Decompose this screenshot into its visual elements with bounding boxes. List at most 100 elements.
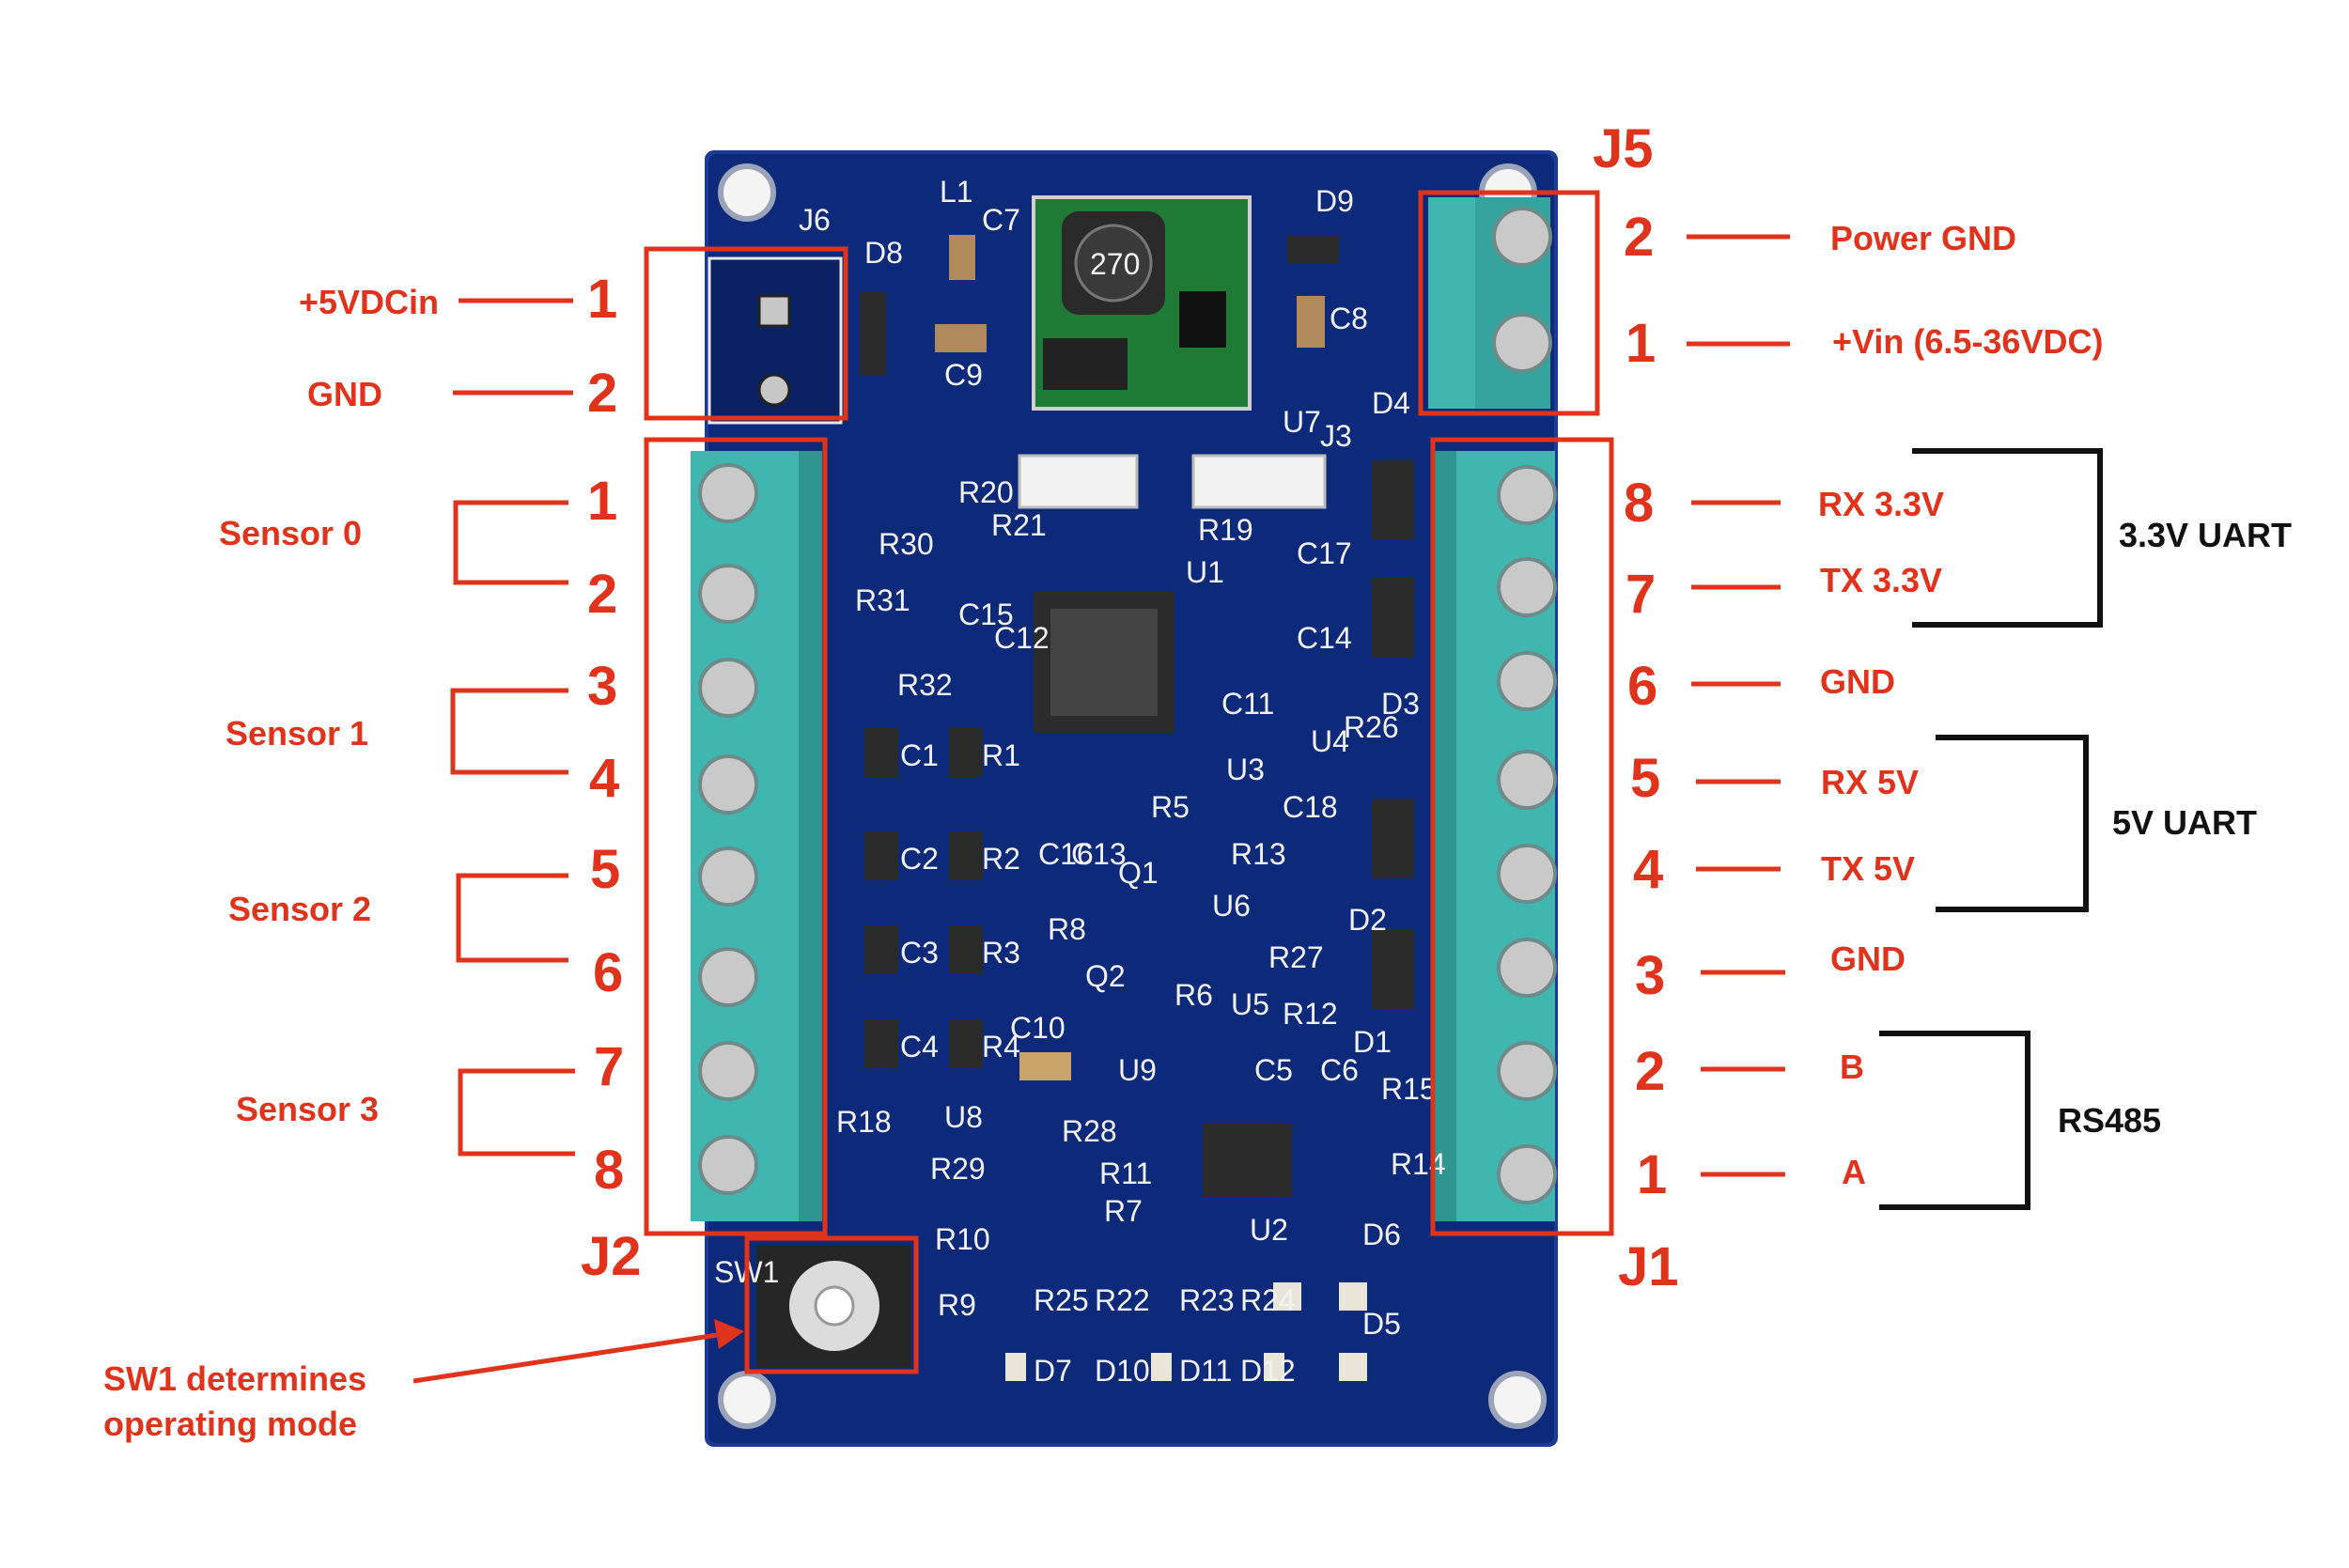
silk-r22: R22: [1095, 1283, 1150, 1317]
silk-u9: U9: [1118, 1053, 1157, 1087]
silk-u2: U2: [1250, 1213, 1288, 1247]
j1-pin1-label: A: [1842, 1153, 1866, 1191]
j6-highlight-box: [644, 246, 848, 421]
uart-3v3-label: 3.3V UART: [2119, 516, 2292, 554]
silk-d3: D3: [1381, 687, 1420, 721]
silk-r11: R11: [1099, 1157, 1152, 1190]
mcu-chip: [1034, 592, 1174, 733]
silk-r2: R2: [982, 842, 1020, 876]
silk-u8: U8: [944, 1100, 983, 1134]
silk-u5: U5: [1231, 987, 1269, 1021]
silk-d10: D10: [1095, 1354, 1150, 1388]
j6-pin2-number: 2: [587, 363, 617, 424]
silk-c18: C18: [1283, 790, 1338, 824]
j5-pin1-number: 1: [1626, 313, 1656, 374]
j6-pin1-number: 1: [587, 269, 617, 330]
silk-r31: R31: [855, 583, 910, 617]
j6-pin2-label: GND: [307, 375, 382, 413]
silk-c10: C10: [1010, 1011, 1066, 1045]
silk-c14: C14: [1297, 621, 1352, 655]
j1-pin1-number: 1: [1637, 1144, 1667, 1205]
silk-c17: C17: [1297, 536, 1352, 570]
silk-l1: L1: [940, 175, 973, 209]
silk-c16: C16: [1038, 837, 1094, 871]
silk-c2: C2: [900, 842, 939, 876]
silk-c11: C11: [1221, 687, 1274, 721]
j1-pin6-label: GND: [1820, 662, 1895, 701]
silk-r14: R14: [1391, 1147, 1446, 1181]
silk-r27: R27: [1268, 940, 1324, 974]
j2-annotations: 1 2 3 4 5 6 7 8 Sensor 0 Sensor 1 Sensor…: [219, 471, 624, 1201]
sensor-3-label: Sensor 3: [236, 1090, 379, 1128]
silk-c1: C1: [900, 738, 939, 772]
silk-r8: R8: [1048, 912, 1086, 946]
silk-c5: C5: [1254, 1053, 1293, 1087]
silk-c12: C12: [994, 621, 1050, 655]
j2-highlight-box: [644, 437, 828, 1236]
silk-r21: R21: [991, 508, 1047, 542]
j2-pin5-number: 5: [590, 839, 620, 900]
j2-pin2-number: 2: [587, 564, 617, 625]
silk-r1: R1: [982, 738, 1020, 772]
silk-r7: R7: [1104, 1194, 1143, 1228]
silk-r24: R24: [1240, 1283, 1296, 1317]
silk-u1: U1: [1186, 555, 1224, 589]
silk-r20: R20: [958, 475, 1014, 509]
j5-pin1-label: +Vin (6.5-36VDC): [1832, 322, 2103, 361]
j1-pin4-label: TX 5V: [1821, 849, 1915, 888]
silk-d8: D8: [864, 236, 903, 270]
silk-c9: C9: [944, 358, 983, 392]
silk-r6: R6: [1174, 978, 1213, 1012]
silk-inductor-value: 270: [1090, 247, 1140, 281]
smd-components: [860, 235, 1414, 1198]
uart-5v-bracket: [1936, 735, 2089, 912]
silk-d12: D12: [1240, 1354, 1296, 1388]
j5-highlight-box: [1418, 190, 1600, 416]
silk-r3: R3: [982, 936, 1020, 970]
j2-name: J2: [581, 1226, 642, 1287]
j1-pin3-label: GND: [1830, 939, 1906, 978]
silk-r19: R19: [1198, 513, 1253, 547]
j1-pin7-label: TX 3.3V: [1820, 561, 1942, 599]
j6-pin1-label: +5VDCin: [299, 283, 439, 321]
silk-r15: R15: [1381, 1072, 1437, 1106]
silkscreen-labels: J6 D8 C9 L1 C7 D9 C8 D4 U7 J3 R20 R21 R3…: [714, 175, 1446, 1388]
silk-d6: D6: [1362, 1218, 1401, 1251]
silk-d7: D7: [1034, 1354, 1072, 1388]
silk-c15: C15: [958, 598, 1014, 631]
j1-pin8-label: RX 3.3V: [1818, 485, 1944, 523]
sensor-1-bracket: [450, 688, 568, 775]
sensor-3-bracket: [458, 1068, 575, 1157]
silk-u3: U3: [1226, 753, 1265, 786]
silk-j6: J6: [799, 203, 831, 237]
j2-pin3-number: 3: [587, 656, 617, 717]
silk-u7: U7: [1283, 405, 1321, 439]
j3-header: [1191, 454, 1327, 509]
silk-r9: R9: [938, 1288, 976, 1322]
j1-pin7-number: 7: [1626, 564, 1656, 625]
j1-pin8-number: 8: [1624, 473, 1654, 534]
j6-header: [708, 256, 843, 425]
silk-r18: R18: [836, 1105, 892, 1139]
silk-r32: R32: [897, 668, 953, 702]
silk-r4: R4: [982, 1030, 1020, 1063]
sw1-annotation: SW1 determines operating mode: [103, 1319, 744, 1443]
silk-r26: R26: [1344, 710, 1399, 744]
silk-d4: D4: [1372, 386, 1410, 420]
j2-pin4-number: 4: [589, 748, 619, 809]
sensor-2-bracket: [456, 873, 568, 963]
silk-r28: R28: [1062, 1114, 1117, 1148]
silk-d1: D1: [1353, 1025, 1392, 1059]
silk-d2: D2: [1348, 903, 1387, 937]
silk-c6: C6: [1320, 1053, 1359, 1087]
j2-pin6-number: 6: [593, 942, 623, 1003]
silk-r13: R13: [1231, 837, 1286, 871]
uart-5v-label: 5V UART: [2112, 803, 2257, 842]
highlight-boxes: [644, 190, 1614, 1374]
silk-c13: C13: [1071, 837, 1127, 871]
j6-annotations: +5VDCin 1 GND 2: [299, 269, 617, 424]
j1-name: J1: [1618, 1236, 1679, 1297]
sensor-2-label: Sensor 2: [228, 890, 371, 928]
j5-pin2-label: Power GND: [1830, 219, 2016, 257]
j5-annotations: 2 Power GND 1 +Vin (6.5-36VDC): [1624, 207, 2103, 374]
